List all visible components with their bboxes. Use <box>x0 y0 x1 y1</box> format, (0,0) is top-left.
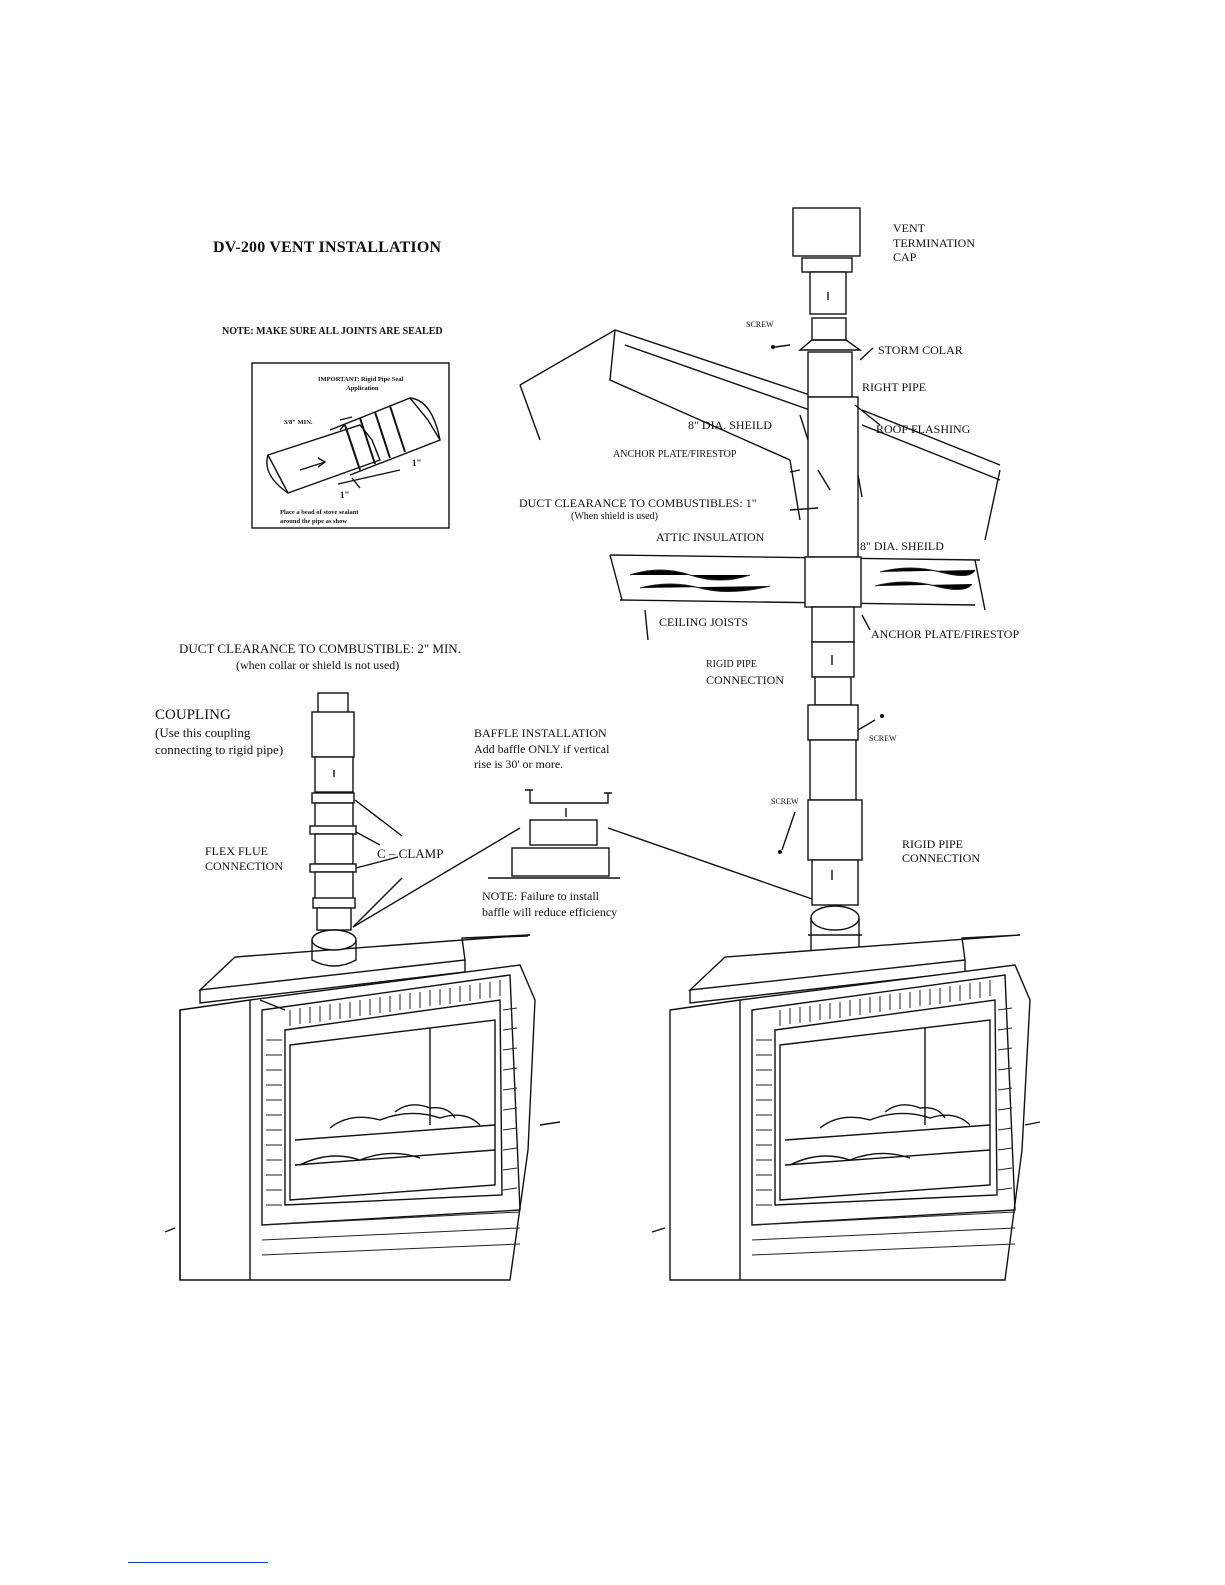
screw-low-label: SCREW <box>771 797 799 806</box>
coupling-note-2: connecting to rigid pipe) <box>155 742 284 757</box>
left-clearance-1: DUCT CLEARANCE TO COMBUSTIBLE: 2" MIN. <box>179 641 461 656</box>
inset-bead-1: Place a bead of stove sealant <box>280 509 359 516</box>
right-vent-pipe <box>771 207 884 963</box>
rigid-pipe-1a: RIGID PIPE <box>706 659 757 670</box>
baffle-detail <box>488 789 816 901</box>
inset-min: 3/8" MIN. <box>284 419 313 426</box>
attic-insulation-label: ATTIC INSULATION <box>656 530 765 544</box>
rigid-pipe-2a: RIGID PIPE <box>902 837 964 851</box>
ceiling-joists-label: CEILING JOISTS <box>659 615 748 629</box>
inset-important: IMPORTANT: Rigid Pipe Seal <box>318 376 404 383</box>
inset-one-inch-a: 1" <box>412 458 422 468</box>
screw-mid-label: SCREW <box>869 734 897 743</box>
rigid-pipe-1b: CONNECTION <box>706 673 784 687</box>
c-clamp-label: C – CLAMP <box>377 846 444 861</box>
duct-clearance-2: (When shield is used) <box>571 511 658 522</box>
roof-and-attic <box>519 329 1001 641</box>
right-pipe-label: RIGHT PIPE <box>862 380 927 394</box>
left-vent-pipe <box>309 692 521 967</box>
page-title: DV-200 VENT INSTALLATION <box>213 239 442 256</box>
shield-upper-label: 8" DIA. SHEILD <box>688 418 772 432</box>
pipe-seal-inset <box>251 362 450 529</box>
rigid-pipe-2b: CONNECTION <box>902 851 980 865</box>
roof-flashing-label: ROOF FLASHING <box>876 422 971 436</box>
inset-bead-2: around the pipe as show <box>280 518 348 525</box>
anchor-upper-label: ANCHOR PLATE/FIRESTOP <box>613 449 737 460</box>
left-fireplace <box>164 934 561 1281</box>
baffle-title: BAFFLE INSTALLATION <box>474 726 607 740</box>
inset-application: Application <box>346 385 379 392</box>
baffle-line-1: Add baffle ONLY if vertical <box>474 742 610 756</box>
cap-label-2: TERMINATION <box>893 236 975 250</box>
left-clearance-2: (when collar or shield is not used) <box>236 658 400 672</box>
baffle-note-1: NOTE: Failure to install <box>482 889 599 903</box>
shield-lower-label: 8" DIA. SHEILD <box>860 539 944 553</box>
cap-label-3: CAP <box>893 250 917 264</box>
cap-label-1: VENT <box>893 221 925 235</box>
baffle-line-2: rise is 30' or more. <box>474 757 564 771</box>
flex-flue-2: CONNECTION <box>205 859 283 873</box>
inset-one-inch-b: 1" <box>340 490 350 500</box>
note-sealed: NOTE: MAKE SURE ALL JOINTS ARE SEALED <box>222 326 443 337</box>
baffle-note-2: baffle will reduce efficiency <box>482 905 618 919</box>
coupling-label: COUPLING <box>155 707 231 723</box>
screw-top-label: SCREW <box>746 320 774 329</box>
right-fireplace <box>651 934 1041 1281</box>
footnote-separator <box>128 1562 268 1563</box>
anchor-lower-label: ANCHOR PLATE/FIRESTOP <box>871 627 1020 641</box>
flex-flue-1: FLEX FLUE <box>205 844 268 858</box>
duct-clearance-1: DUCT CLEARANCE TO COMBUSTIBLES: 1" <box>519 496 757 510</box>
storm-collar-label: STORM COLAR <box>878 343 963 357</box>
coupling-note-1: (Use this coupling <box>155 725 251 740</box>
